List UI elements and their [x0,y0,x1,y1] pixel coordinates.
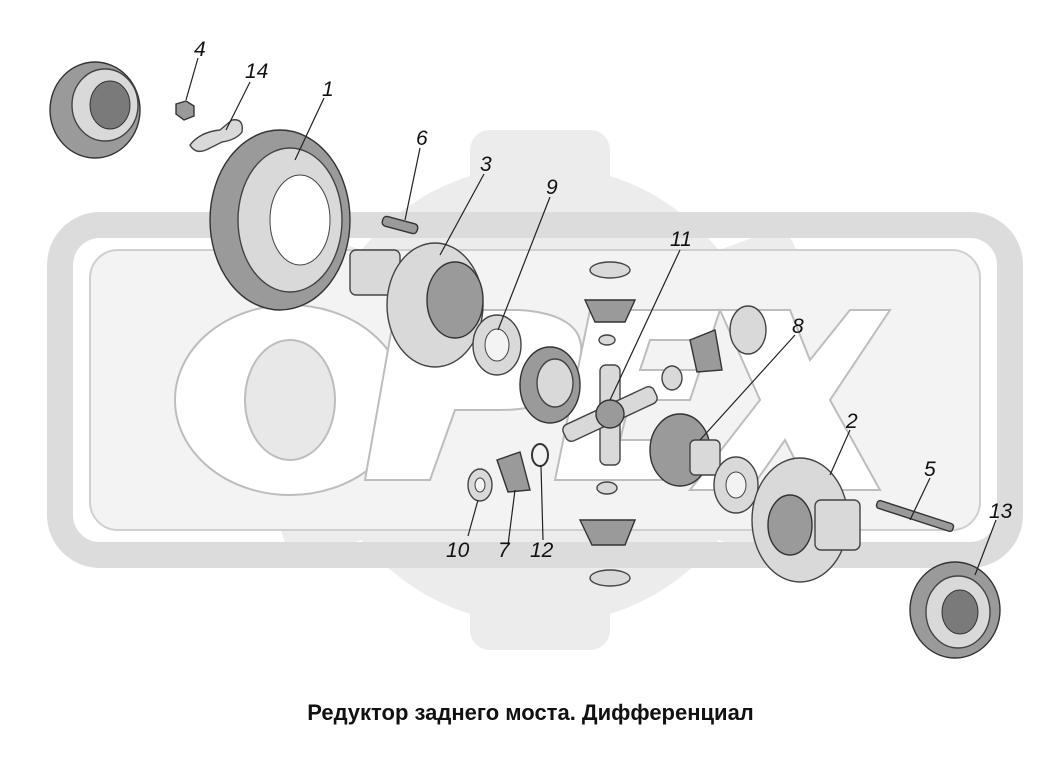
side-gear-left [519,346,581,424]
callout-6: 6 [416,127,428,150]
pin-part-6 [381,215,419,235]
callout-8: 8 [792,315,804,338]
callout-12: 12 [530,539,554,562]
cross-spider-part-11 [562,364,658,466]
diff-case-part-3 [349,242,484,368]
callout-7: 7 [498,539,511,562]
callout-4: 4 [194,38,206,61]
side-gear-right [649,413,721,487]
callout-11: 11 [670,228,692,251]
watermark-frame [47,212,1023,568]
bearing-right [909,561,1001,659]
callout-10: 10 [446,539,470,562]
satellite-gear-top [583,261,637,346]
callout-3: 3 [480,153,492,176]
lock-plate-part-14 [189,119,243,153]
diagram-caption: Редуктор заднего моста. Дифференциал [307,700,754,725]
callouts: 4 14 1 6 3 9 11 8 2 5 13 10 7 12 [194,38,1013,562]
callout-13: 13 [989,500,1013,523]
bearing-left [49,61,141,159]
nut-part-4 [175,100,195,121]
callout-2: 2 [845,410,858,433]
satellite-gear-bottom [578,481,637,587]
thrust-washer-right [713,456,759,514]
thrust-washer-part-9 [472,314,522,376]
callout-9: 9 [546,176,558,199]
leader-lines [185,57,997,576]
callout-5: 5 [924,458,936,481]
bolt-part-5 [875,499,955,533]
satellite-gear-right [661,305,767,391]
watermark-letters [174,304,892,496]
ring-gear-part-1 [209,129,351,311]
callout-1: 1 [322,78,334,101]
diff-case-part-2 [751,457,861,583]
callout-14: 14 [245,60,268,83]
satellite-gear-part-7 [496,451,531,493]
ring-part-12 [531,443,549,467]
washer-part-10 [467,468,493,502]
